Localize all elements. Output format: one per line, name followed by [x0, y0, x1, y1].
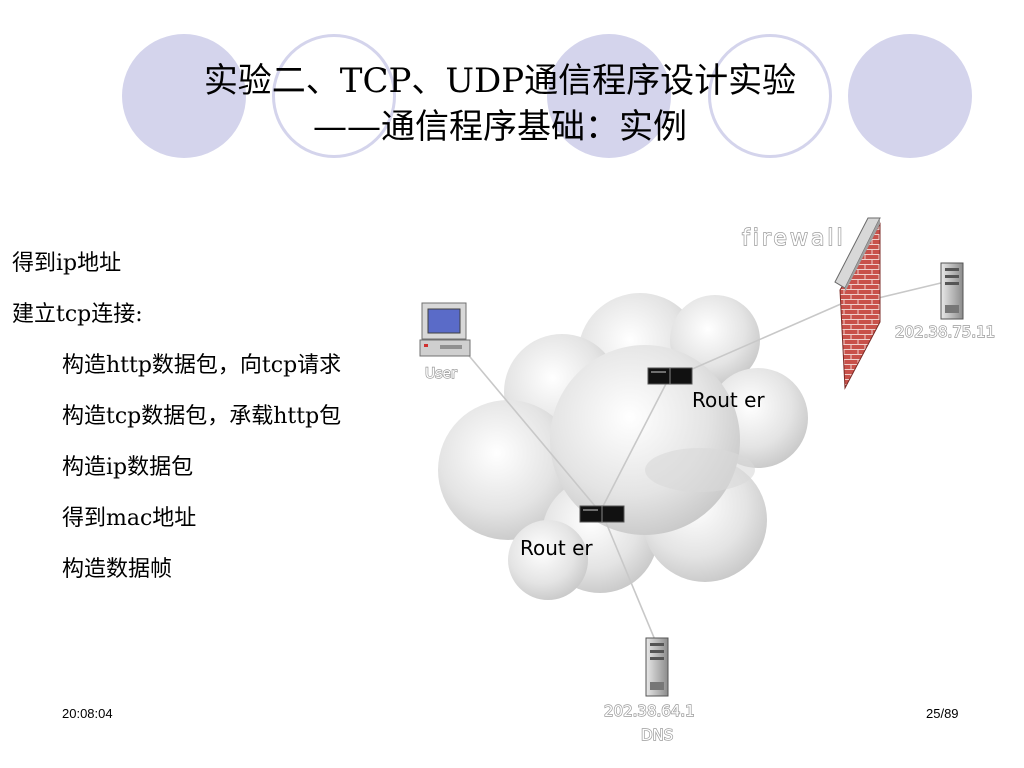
step-build-frame: 构造数据帧: [62, 557, 173, 582]
step-get-ip: 得到ip地址: [12, 251, 122, 276]
decor-circle-2: [272, 34, 396, 158]
dns-label: DNS: [641, 726, 673, 744]
decor-circle-3: [547, 34, 671, 158]
internet-cloud: [438, 293, 808, 600]
step-build-http: 构造http数据包，向tcp请求: [62, 353, 342, 378]
step-build-tcp: 构造tcp数据包，承载http包: [62, 404, 342, 429]
router-icon-bottom: [579, 505, 625, 523]
network-links: [459, 281, 946, 641]
decor-circle-4: [708, 34, 832, 158]
step-get-mac: 得到mac地址: [62, 506, 197, 531]
router-top-label: Rout er: [692, 388, 765, 412]
steps-list: 得到ip地址 建立tcp连接: 构造http数据包，向tcp请求 构造tcp数据…: [12, 244, 341, 601]
slide-title-line-2: ——通信程序基础：实例: [313, 107, 687, 147]
router-icon-top: [647, 367, 693, 385]
step-build-ip: 构造ip数据包: [62, 455, 194, 480]
user-computer-icon: [419, 302, 471, 357]
footer-time: 20:08:04: [62, 706, 113, 721]
footer-page-number: 25/89: [926, 706, 959, 721]
decor-circle-5: [848, 34, 972, 158]
user-label: User: [425, 366, 457, 382]
web-server-icon: [940, 262, 964, 320]
dns-ip-label: 202.38.64.1: [604, 702, 695, 720]
step-tcp-connect: 建立tcp连接:: [12, 302, 143, 327]
slide-title: 实验二、TCP、UDP通信程序设计实验 ——通信程序基础：实例: [100, 58, 900, 150]
router-bottom-label: Rout er: [520, 536, 593, 560]
firewall-icon: [834, 217, 881, 390]
slide-title-line-1: 实验二、TCP、UDP通信程序设计实验: [203, 61, 797, 101]
server-ip-label: 202.38.75.11: [895, 323, 995, 341]
decor-circle-1: [122, 34, 246, 158]
dns-server-icon: [645, 637, 669, 697]
firewall-label: firewall: [742, 226, 846, 251]
